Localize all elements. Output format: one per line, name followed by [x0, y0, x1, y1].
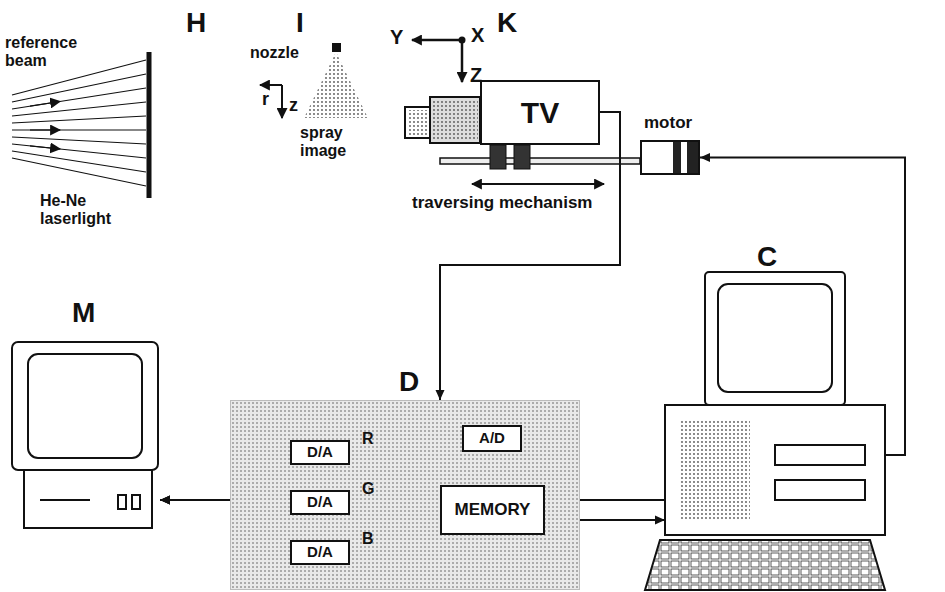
laser-beam [12, 60, 146, 186]
illustration-part [12, 342, 158, 470]
illustration-part [12, 129, 146, 130]
computer: C [665, 242, 885, 590]
axis-r [260, 84, 282, 86]
axis-z [281, 85, 283, 118]
arrowhead [655, 516, 665, 525]
camera-optics [432, 99, 478, 141]
illustration-part [665, 405, 885, 535]
axis-label: X [471, 24, 484, 46]
carriage-foot [490, 145, 506, 169]
illustration-part [12, 137, 146, 144]
camera-lens [405, 107, 430, 138]
node-label: D/A [307, 444, 333, 461]
converter-box: A/D [462, 425, 522, 452]
illustration-part [28, 354, 142, 458]
carriage-foot [514, 145, 530, 169]
beam-label: He-Ne laserlight [40, 192, 135, 227]
node-heading: M [72, 298, 95, 329]
memory-box: MEMORY [440, 485, 545, 535]
illustration-part [132, 495, 140, 509]
signal-name: R [362, 430, 374, 448]
illustration-part [718, 284, 832, 392]
beam-label: reference beam [5, 34, 95, 69]
node-heading: D [399, 367, 419, 398]
illustration-part [775, 480, 865, 500]
travel-arrow [472, 183, 604, 185]
node-label: TV [521, 96, 559, 129]
axis-label: Y [390, 26, 403, 48]
panel-letter: I [296, 8, 304, 39]
node-heading: motor [644, 114, 692, 133]
illustration-part [12, 151, 146, 172]
axis-label: z [289, 96, 298, 116]
illustration-part [645, 540, 885, 590]
camera-box: TV [480, 80, 600, 145]
connector [700, 158, 905, 456]
illustration-part [705, 272, 845, 405]
illustration-part [680, 420, 750, 520]
illustration-part [12, 144, 146, 158]
monitor: M [10, 298, 160, 530]
connector [440, 112, 620, 400]
illustration-part [40, 499, 90, 501]
part-label: traversing mechanism [410, 194, 594, 213]
illustration-part [12, 102, 146, 116]
illustration-part [24, 470, 152, 528]
node-label: A/D [479, 430, 505, 447]
illustration-part [118, 495, 126, 509]
signal-name: B [362, 530, 374, 548]
rail [440, 158, 640, 164]
axis-z [461, 40, 464, 82]
illustration-part [12, 158, 146, 186]
axis-y [412, 39, 462, 42]
camera-lens [408, 110, 427, 135]
node-label: D/A [307, 544, 333, 561]
node-heading: C [757, 242, 777, 273]
camera-optics [430, 97, 480, 143]
converter-box: D/A [290, 540, 350, 565]
illustration-part [12, 116, 146, 123]
illustration-part [775, 445, 865, 465]
arrowhead [436, 390, 445, 400]
motor-symbol: motor [640, 140, 700, 175]
arrowhead [160, 496, 170, 505]
axis-label: Z [470, 64, 482, 86]
signal-name: G [362, 480, 374, 498]
computer-c [645, 272, 885, 590]
node-label: D/A [307, 494, 333, 511]
arrowhead [160, 496, 170, 505]
axis-label: r [262, 90, 269, 110]
converter-box: D/A [290, 440, 350, 465]
monitor-m [12, 342, 158, 528]
digitizer-panel: DD/AD/AD/AA/DMEMORY [230, 400, 580, 590]
arrowhead [160, 496, 170, 505]
illustration-part [12, 74, 146, 102]
illustration-part [30, 146, 60, 149]
spray-cone [304, 52, 368, 118]
converter-box: D/A [290, 490, 350, 515]
nozzle-symbol [332, 43, 341, 52]
illustration-part [30, 129, 60, 130]
illustration-part [30, 102, 60, 107]
part-label: spray image [300, 124, 380, 159]
arrowhead [700, 153, 710, 162]
illustration-part [12, 88, 146, 109]
part-label: nozzle [250, 44, 299, 62]
panel-letter: K [497, 8, 517, 39]
node-label: MEMORY [455, 501, 531, 520]
screen-plate [147, 52, 152, 198]
panel-letter: H [186, 8, 206, 39]
